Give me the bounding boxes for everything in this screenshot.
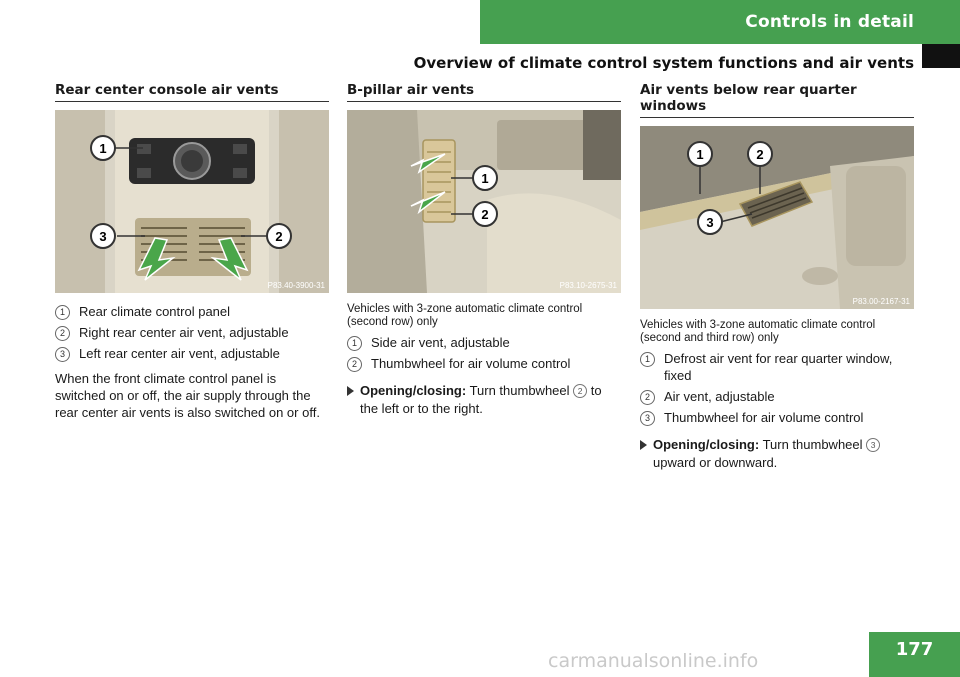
instruction-arrow-icon bbox=[347, 386, 354, 396]
column-rear-quarter-windows: Air vents below rear quarter windows 1 2… bbox=[640, 82, 914, 472]
callout-1: 1 bbox=[481, 171, 488, 186]
column-rear-center-console: Rear center console air vents bbox=[55, 82, 329, 421]
image-reference: P83.40-3900-31 bbox=[267, 281, 325, 290]
rear-console-photo: 1 3 2 P83.40-3900-31 bbox=[55, 110, 329, 293]
section-title: Controls in detail bbox=[745, 12, 914, 32]
b-pillar-photo: 1 2 P83.10-2675-31 bbox=[347, 110, 621, 293]
instruction: Opening/closing: Turn thumbwheel 2 to th… bbox=[347, 382, 621, 418]
callout-3: 3 bbox=[706, 215, 713, 230]
callout-2: 2 bbox=[481, 207, 488, 222]
image-reference: P83.10-2675-31 bbox=[559, 281, 617, 290]
column-heading: Air vents below rear quarter windows bbox=[640, 82, 914, 118]
header-green-bar bbox=[480, 0, 960, 44]
info-paragraph: When the front climate control panel is … bbox=[55, 371, 320, 420]
applicability-note: Vehicles with 3-zone automatic climate c… bbox=[640, 319, 876, 344]
instruction: Opening/closing: Turn thumbwheel 3 upwar… bbox=[640, 436, 914, 472]
watermark: carmanualsonline.info bbox=[548, 650, 759, 672]
page-subtitle: Overview of climate control system funct… bbox=[413, 54, 914, 72]
image-reference: P83.00-2167-31 bbox=[852, 297, 910, 306]
column-heading: Rear center console air vents bbox=[55, 82, 329, 102]
callout-2: 2 bbox=[756, 147, 763, 162]
callout-2: 2 bbox=[275, 229, 282, 244]
callout-3: 3 bbox=[99, 229, 106, 244]
column-b-pillar: B-pillar air vents 1 2 P83.10- bbox=[347, 82, 621, 418]
callout-1: 1 bbox=[696, 147, 703, 162]
rear-quarter-photo: 1 2 3 P83.00-2167-31 bbox=[640, 126, 914, 309]
instruction-arrow-icon bbox=[640, 440, 647, 450]
callout-1: 1 bbox=[99, 141, 106, 156]
applicability-note: Vehicles with 3-zone automatic climate c… bbox=[347, 303, 583, 328]
page-number: 177 bbox=[869, 632, 960, 677]
header-black-tab bbox=[922, 44, 960, 68]
column-heading: B-pillar air vents bbox=[347, 82, 621, 102]
